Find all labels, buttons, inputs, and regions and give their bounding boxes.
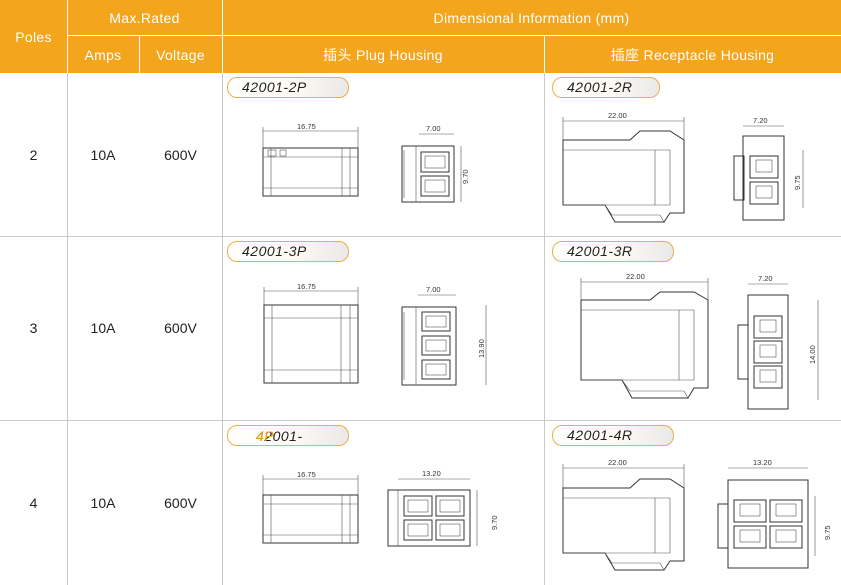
plug-height-dim: 13.90 <box>477 339 486 358</box>
receptacle-part-number: 42001-3R <box>567 243 633 259</box>
receptacle-side-view-3r: 22.00 <box>580 272 709 399</box>
plug-length-dim: 16.75 <box>297 282 316 291</box>
grid-line <box>544 73 545 585</box>
poles-label: Poles <box>15 28 52 45</box>
header-divider <box>544 36 545 73</box>
receptacle-part-tag: 42001-3R <box>552 241 674 262</box>
row-4-poles: 4 <box>29 494 38 511</box>
grid-line <box>67 73 68 585</box>
row-4-amps: 10A <box>90 494 116 511</box>
plug-part-tag: 42001-4P <box>227 425 349 446</box>
receptacle-length-dim: 22.00 <box>608 111 627 120</box>
plug-width-dim: 7.00 <box>426 285 441 294</box>
plug-width-dim: 13.20 <box>422 469 441 478</box>
header-divider <box>222 0 223 73</box>
receptacle-front-view-3r: 7.20 14.00 <box>737 274 819 410</box>
plug-side-view-4p: 16.75 <box>262 470 359 544</box>
header-voltage: Voltage <box>139 36 222 73</box>
receptacle-housing-label: 插座 Receptacle Housing <box>610 46 775 63</box>
row-2-amps: 10A <box>90 146 116 163</box>
receptacle-part-number: 42001-2R <box>567 79 633 95</box>
receptacle-length-dim: 22.00 <box>608 458 627 467</box>
voltage-label: Voltage <box>156 46 205 63</box>
receptacle-height-dim: 14.00 <box>808 345 817 364</box>
max-rated-label: Max.Rated <box>109 10 180 26</box>
plug-front-view-2p: 7.00 9.70 <box>401 124 470 203</box>
plug-side-view-2p: 16.75 <box>262 122 359 197</box>
header-plug-housing: 插头 Plug Housing <box>222 36 544 73</box>
receptacle-part-number: 42001-4R <box>567 427 633 443</box>
plug-part-number: 42001-2P <box>242 79 307 95</box>
header-max-rated: Max.Rated <box>67 0 222 36</box>
header-divider <box>139 36 140 73</box>
dimensional-label: Dimensional Information (mm) <box>433 10 630 26</box>
row-3-poles: 3 <box>29 320 38 336</box>
plug-part-number: 42001-3P <box>242 243 307 259</box>
plug-height-dim: 9.70 <box>461 169 470 184</box>
receptacle-part-tag: 42001-2R <box>552 77 660 98</box>
plug-housing-label: 插头 Plug Housing <box>323 46 443 63</box>
receptacle-width-dim: 7.20 <box>753 116 768 125</box>
header-receptacle-housing: 插座 Receptacle Housing <box>544 36 841 73</box>
row-3-voltage: 600V <box>164 320 197 336</box>
header-divider <box>67 0 68 73</box>
plug-length-dim: 16.75 <box>297 470 316 479</box>
plug-height-dim: 9.70 <box>490 515 499 530</box>
receptacle-side-view-2r: 22.00 <box>562 111 685 223</box>
plug-width-dim: 7.00 <box>426 124 441 133</box>
receptacle-length-dim: 22.00 <box>626 272 645 281</box>
plug-part-number-suffix: 4P <box>256 428 275 444</box>
header-poles: Poles <box>0 0 67 73</box>
grid-line <box>0 420 841 421</box>
receptacle-part-tag: 42001-4R <box>552 425 674 446</box>
plug-part-tag: 42001-3P <box>227 241 349 262</box>
receptacle-front-view-2r: 7.20 9.75 <box>733 116 804 221</box>
row-2-voltage: 600V <box>164 146 197 163</box>
receptacle-front-view-4r: 13.20 9.75 <box>717 458 832 569</box>
receptacle-width-dim: 7.20 <box>758 274 773 283</box>
plug-side-view-3p: 16.75 <box>263 282 359 384</box>
header-dimensional-information: Dimensional Information (mm) <box>222 0 841 36</box>
receptacle-side-view-4r: 22.00 <box>562 458 685 571</box>
grid-line <box>0 236 841 237</box>
receptacle-height-dim: 9.75 <box>793 175 802 190</box>
header-divider <box>67 35 841 36</box>
amps-label: Amps <box>84 46 122 63</box>
receptacle-height-dim: 9.75 <box>823 525 832 540</box>
plug-front-view-4p: 13.20 9.70 <box>387 469 499 547</box>
grid-line <box>222 73 223 585</box>
header-amps: Amps <box>67 36 139 73</box>
plug-front-view-3p: 7.00 13.90 <box>401 285 487 386</box>
row-3-amps: 10A <box>90 320 116 336</box>
plug-part-tag: 42001-2P <box>227 77 349 98</box>
receptacle-width-dim: 13.20 <box>753 458 772 467</box>
row-2-poles: 2 <box>29 146 38 163</box>
plug-part-number-prefix: 42001- <box>256 428 303 444</box>
plug-length-dim: 16.75 <box>297 122 316 131</box>
row-4-voltage: 600V <box>164 494 197 511</box>
